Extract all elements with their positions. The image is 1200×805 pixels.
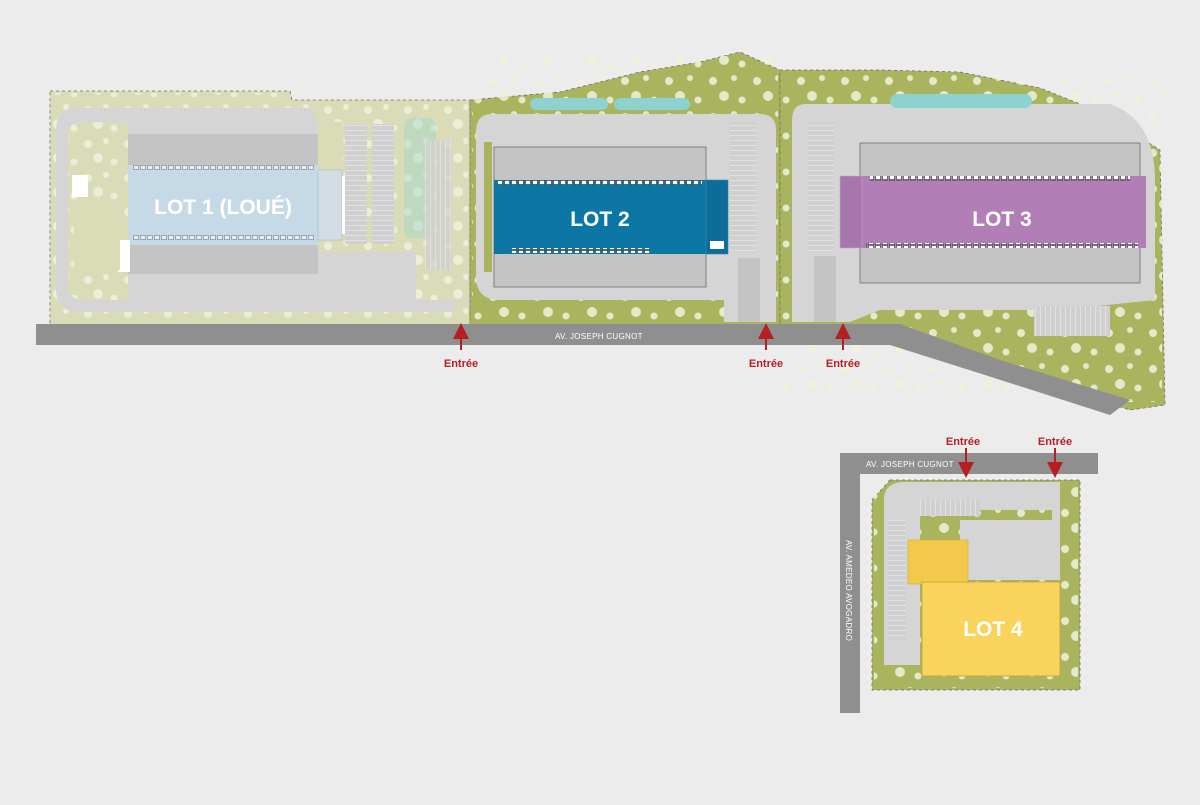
lot3-parking-south [1034,306,1110,336]
lot4-parking-north [920,500,980,516]
lot2-dock-doors-south [510,248,650,253]
lot1-green-patch-1 [320,122,342,164]
lot3-building [860,176,1146,248]
lot2-dock-doors-north [498,180,702,185]
entrance-lot2: Entrée [749,323,783,370]
avogadro-road [840,453,860,713]
lot1-offices [317,169,343,241]
main-road: AV. JOSEPH CUGNOT [36,324,1130,415]
entrance-lot2-label: Entrée [749,358,783,370]
lot2-access-lane [738,258,760,322]
lot1-parking-diag [425,140,452,270]
lot4-parking-west [888,520,906,640]
lot4-building [921,581,1061,677]
entrance-lot4-east: Entrée [1038,436,1072,478]
lot2-pond-1 [530,98,608,110]
lot1-yard-east [318,252,416,300]
lot2-white-block [710,241,724,249]
entrance-lot3-label: Entrée [826,358,860,370]
lot1-dock-doors-south [132,235,314,240]
lot4-yard [960,520,1052,580]
entrance-lot4-west: Entrée [946,436,980,478]
lot3-pond [890,94,1032,108]
lot2-site: LOT 2 [469,51,781,326]
lot1-parking-1 [345,124,367,244]
lot3-offices [839,175,863,249]
lot1-green-patch-2 [74,200,120,270]
entrance-lot1-label: Entrée [444,358,478,370]
entrance-lot4-east-label: Entrée [1038,436,1072,448]
lot3-label: LOT 3 [972,208,1032,231]
entrance-lot4-west-label: Entrée [946,436,980,448]
lot4-offices [907,539,969,585]
entrance-lot3: Entrée [826,323,860,370]
lot1-building [128,165,318,245]
lot3-parking [808,122,834,252]
lot4-label: LOT 4 [963,618,1023,641]
lot2-inner-grass [484,142,492,272]
entrance-lot1: Entrée [444,323,478,370]
lot1-parking-2 [372,124,394,244]
lot1-white-block-2 [118,240,130,272]
lot3-access-lane [814,256,836,322]
avogadro-road-label: AV. AMEDEO AVOGADRO [844,540,853,641]
lot2-offices [705,179,729,255]
lot2-label: LOT 2 [570,208,630,231]
lot1-dock-doors-north [132,165,314,170]
lot1-label: LOT 1 (LOUÉ) [154,196,292,219]
lot3-dock-doors-north [870,176,1130,181]
lot3-dock-doors-south [866,243,1138,248]
lot2-parking [730,122,756,252]
lot1-site: LOT 1 (LOUÉ) [49,90,471,326]
entrances: Entrée Entrée Entrée Entrée Entrée [444,323,1072,478]
lot1-white-block-1 [72,175,88,197]
lot4-site: AV. JOSEPH CUGNOT AV. AMEDEO AVOGADRO LO… [840,453,1098,713]
cugnot-road-surface [36,324,1130,415]
lot2-pond-2 [614,98,690,110]
lot2-building [494,180,706,254]
cugnot-lot4-road-label: AV. JOSEPH CUGNOT [866,460,954,469]
cugnot-road-label: AV. JOSEPH CUGNOT [555,332,643,341]
